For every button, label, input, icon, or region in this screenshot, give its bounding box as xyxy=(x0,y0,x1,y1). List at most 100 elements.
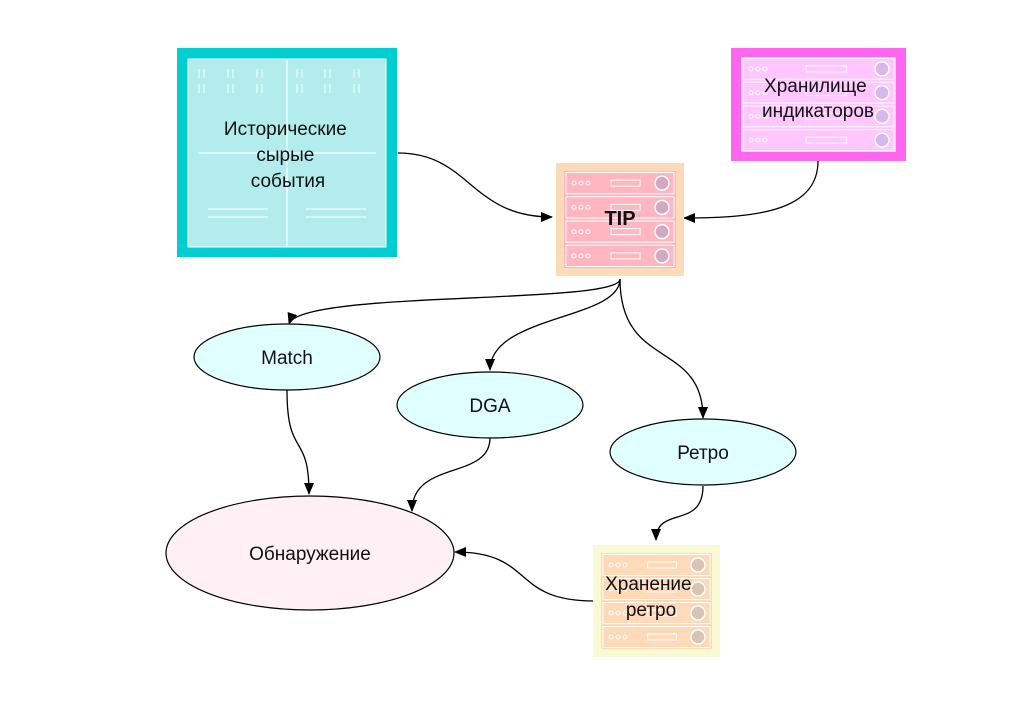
power-knob-icon xyxy=(874,84,890,101)
edges xyxy=(286,152,819,602)
rack-units xyxy=(602,554,711,648)
node-match[interactable]: Match xyxy=(193,323,381,391)
drive-slot-icon xyxy=(805,136,847,144)
drive-slot-icon xyxy=(610,179,641,187)
drive-slot-icon xyxy=(647,585,677,593)
power-knob-icon xyxy=(654,175,670,191)
rack-unit xyxy=(565,196,675,219)
power-knob-icon xyxy=(690,557,706,573)
edge-indicators-to-tip xyxy=(683,160,819,223)
tip-label: TIP xyxy=(604,208,635,230)
power-knob-icon xyxy=(690,605,706,621)
drive-slot-icon xyxy=(805,89,847,97)
drive-slot-icon xyxy=(647,609,677,617)
power-knob-icon xyxy=(874,61,890,77)
power-knob-icon xyxy=(654,199,670,216)
detection-ellipse xyxy=(165,495,455,611)
led-icon xyxy=(755,113,761,119)
dga-label: DGA xyxy=(469,396,511,417)
led-icon xyxy=(615,586,621,592)
rack-unit xyxy=(602,626,711,648)
led-icon xyxy=(578,204,584,210)
led-icon xyxy=(615,610,621,616)
rack-unit xyxy=(602,554,711,576)
drive-slot-icon xyxy=(610,252,641,260)
led-icon xyxy=(608,610,614,616)
edge-tip-to-match xyxy=(287,278,621,325)
led-icon xyxy=(608,634,614,640)
node-dga[interactable]: DGA xyxy=(396,371,584,439)
drive-slot-icon xyxy=(610,203,641,211)
led-icon xyxy=(755,137,761,143)
led-icon xyxy=(608,586,614,592)
led-icon xyxy=(748,113,754,119)
drive-slot-icon xyxy=(805,112,847,120)
node-retro-storage[interactable]: Хранение ретро xyxy=(593,545,720,657)
dga-ellipse xyxy=(396,371,584,439)
retro-label: Ретро xyxy=(677,443,729,464)
led-icon xyxy=(578,229,584,235)
edge-retro-to-storage xyxy=(651,485,704,541)
rack-unit xyxy=(602,602,711,624)
retro-storage-label: Хранение ретро xyxy=(605,574,697,621)
led-icon xyxy=(571,229,577,235)
retro-ellipse xyxy=(609,418,797,486)
rack-unit xyxy=(742,129,895,151)
rack-unit xyxy=(565,172,675,195)
led-icon xyxy=(585,253,591,259)
led-icon xyxy=(762,113,768,119)
edge-tip-to-dga xyxy=(485,278,621,371)
drive-slot-icon xyxy=(610,228,641,236)
cabinet-vent-marks xyxy=(198,69,366,218)
rack-units xyxy=(742,58,895,151)
led-icon xyxy=(615,634,621,640)
drive-slot-icon xyxy=(647,561,677,569)
node-tip[interactable]: TIP xyxy=(556,163,684,276)
rack-body xyxy=(741,57,896,152)
node-retro[interactable]: Ретро xyxy=(609,418,797,486)
node-detection[interactable]: Обнаружение xyxy=(165,495,455,611)
led-icon xyxy=(748,66,754,72)
power-knob-icon xyxy=(690,629,706,645)
edge-storage-to-detection xyxy=(454,547,595,602)
detection-label: Обнаружение xyxy=(249,544,371,565)
led-icon xyxy=(748,137,754,143)
led-icon xyxy=(762,90,768,96)
led-icon xyxy=(585,180,591,186)
rack-unit xyxy=(742,105,895,128)
led-icon xyxy=(571,204,577,210)
led-icon xyxy=(578,180,584,186)
indicator-store-label: Хранилище индикаторов xyxy=(762,76,874,122)
led-icon xyxy=(585,229,591,235)
led-icon xyxy=(762,137,768,143)
edge-match-to-detection xyxy=(286,389,314,495)
power-knob-icon xyxy=(690,581,706,597)
led-icon xyxy=(608,562,614,568)
node-indicator-store[interactable]: Хранилище индикаторов xyxy=(731,48,906,161)
rack-unit xyxy=(602,578,711,600)
led-icon xyxy=(622,586,628,592)
drive-slot-icon xyxy=(805,65,847,73)
power-knob-icon xyxy=(654,223,670,240)
power-knob-icon xyxy=(874,132,890,148)
edge-dga-to-detection xyxy=(407,437,491,512)
led-icon xyxy=(622,562,628,568)
led-icon xyxy=(578,253,584,259)
historical-events-label: Исторические сырые события xyxy=(224,119,352,192)
drive-slot-icon xyxy=(647,633,677,641)
led-icon xyxy=(622,634,628,640)
node-historical-events[interactable]: Исторические сырые события xyxy=(177,48,397,257)
match-ellipse xyxy=(193,323,381,391)
led-icon xyxy=(571,180,577,186)
led-icon xyxy=(755,90,761,96)
rack-units xyxy=(565,172,675,267)
rack-unit xyxy=(742,58,895,80)
led-icon xyxy=(755,66,761,72)
led-icon xyxy=(585,204,591,210)
power-knob-icon xyxy=(654,248,670,264)
power-knob-icon xyxy=(874,108,890,125)
led-icon xyxy=(622,610,628,616)
led-icon xyxy=(615,562,621,568)
edge-historical-to-tip xyxy=(397,152,553,222)
